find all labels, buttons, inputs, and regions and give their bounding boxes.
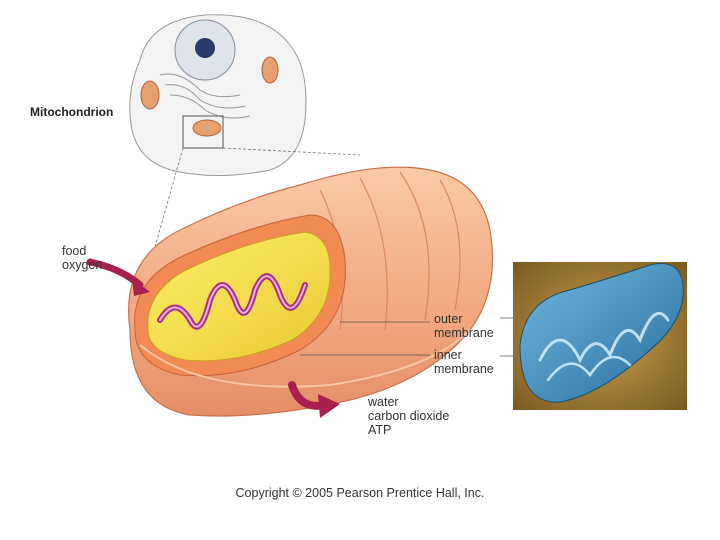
output-label: water carbon dioxide ATP [368,395,449,437]
input-label: food oxygen [62,244,102,272]
output-label-co2: carbon dioxide [368,409,449,423]
cell-illustration [130,15,306,176]
output-label-water: water [368,395,449,409]
diagram-title: Mitochondrion [30,105,113,119]
input-label-food: food [62,244,102,258]
outer-membrane-line1: outer [434,312,494,326]
outer-membrane-label: outer membrane [434,312,494,340]
inner-membrane-line1: inner [434,348,494,362]
input-label-oxygen: oxygen [62,258,102,272]
mitochondrion-cutaway [129,167,493,416]
copyright-notice: Copyright © 2005 Pearson Prentice Hall, … [0,486,720,500]
inner-membrane-label: inner membrane [434,348,494,376]
outer-membrane-line2: membrane [434,326,494,340]
electron-micrograph [513,262,687,410]
output-label-atp: ATP [368,423,449,437]
inner-membrane-line2: membrane [434,362,494,376]
